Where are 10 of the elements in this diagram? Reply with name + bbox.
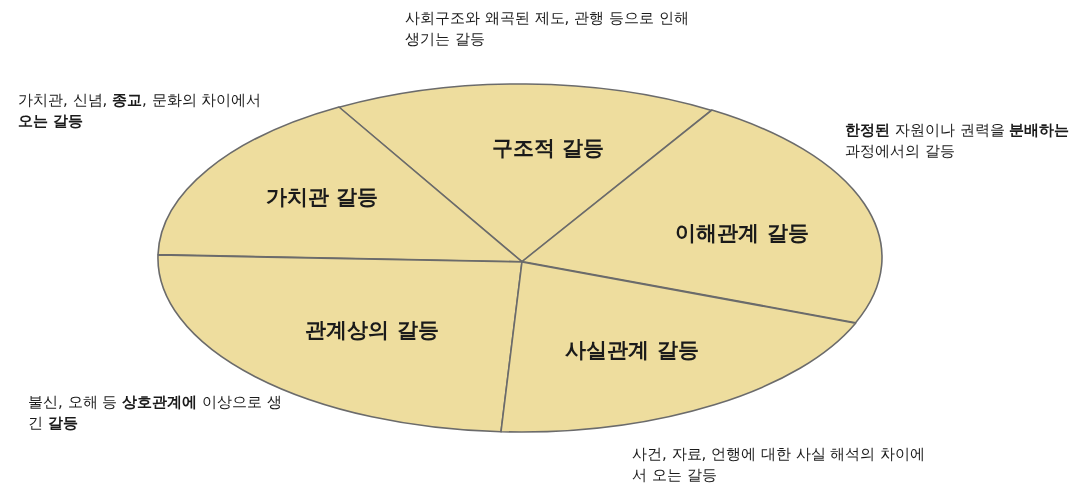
description-text: 한정된 자원이나 권력을 분배하는 과정에서의 갈등 bbox=[845, 120, 1071, 162]
sector-label: 이해관계 갈등 bbox=[675, 220, 809, 247]
description-text: 사건, 자료, 언행에 대한 사실 해석의 차이에서 오는 갈등 bbox=[632, 444, 927, 486]
sector-label: 구조적 갈등 bbox=[491, 135, 605, 162]
description-text: 불신, 오해 등 상호관계에 이상으로 생긴 갈등 bbox=[28, 392, 283, 434]
description-text: 가치관, 신념, 종교, 문화의 차이에서 오는 갈등 bbox=[18, 90, 263, 132]
description-text: 사회구조와 왜곡된 제도, 관행 등으로 인해 생기는 갈등 bbox=[405, 8, 690, 50]
sector-label: 관계상의 갈등 bbox=[305, 317, 439, 344]
sector-label: 가치관 갈등 bbox=[265, 184, 379, 211]
sector-label: 사실관계 갈등 bbox=[565, 337, 699, 364]
